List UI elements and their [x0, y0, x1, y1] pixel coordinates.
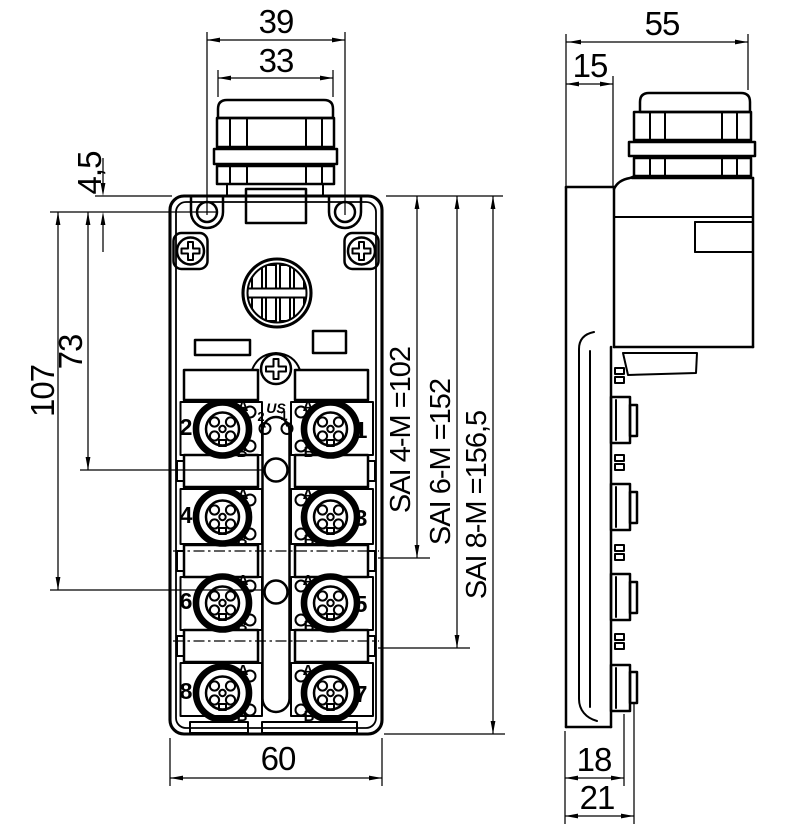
- m12-port-1: 1 A B: [294, 398, 368, 461]
- channel-b-label: B: [304, 444, 315, 461]
- m12-port-5: 5 A B: [294, 572, 368, 635]
- dim-slot-hole-2: 107: [24, 365, 61, 417]
- m12-port-2: 2 A B: [180, 398, 257, 461]
- dim-body-width: 60: [261, 740, 296, 777]
- m12-port-8: 8 A B: [180, 662, 257, 725]
- port-led-b: [294, 613, 308, 627]
- side-connector-stubs: [609, 367, 639, 713]
- channel-a-label: A: [303, 572, 314, 589]
- port-led-b: [294, 527, 308, 541]
- port-number: 5: [355, 591, 368, 617]
- channel-a-label: A: [238, 398, 249, 415]
- port-led-a: [243, 493, 257, 507]
- dim-sai-6m-height: SAI 6-M =152: [425, 379, 457, 545]
- channel-a-label: A: [303, 662, 314, 679]
- channel-a-label: A: [303, 486, 314, 503]
- port-led-a: [294, 405, 308, 419]
- m12-port-4: 4 A B: [180, 486, 257, 549]
- us-label: US: [266, 400, 286, 416]
- port-number: 3: [355, 505, 368, 531]
- m12-port-6: 6 A B: [180, 572, 257, 635]
- port-number: 8: [180, 678, 193, 704]
- port-led-a: [243, 579, 257, 593]
- port-led-a: [294, 669, 308, 683]
- port-led-a: [243, 405, 257, 419]
- dim-hole-offset: 4,5: [71, 152, 108, 195]
- port-number: 2: [180, 414, 193, 440]
- port-number: 1: [355, 417, 368, 443]
- port-led-b: [243, 613, 257, 627]
- channel-b-label: B: [237, 708, 248, 725]
- channel-b-label: B: [304, 618, 315, 635]
- front-view: US 2 1 2 A B: [168, 98, 384, 736]
- side-view: [564, 91, 757, 729]
- channel-a-label: A: [238, 662, 249, 679]
- dim-sai-8m-height: SAI 8-M =156,5: [461, 411, 493, 599]
- dim-gland-width: 33: [259, 42, 294, 79]
- marking-plate-small-left: [193, 338, 252, 357]
- port-led-b: [294, 439, 308, 453]
- bus-terminal-window: [241, 257, 313, 329]
- slot-hole-2: [263, 579, 289, 605]
- led-right-label: 1: [280, 408, 287, 423]
- dim-sai-4m-height: SAI 4-M =102: [385, 347, 417, 513]
- port-led-b: [243, 703, 257, 717]
- dim-total-depth: 21: [580, 779, 615, 816]
- port-led-b: [294, 703, 308, 717]
- cover-screw-left: [172, 231, 209, 271]
- channel-b-label: B: [237, 444, 248, 461]
- led-left: [258, 422, 272, 435]
- m12-port-3: 3 A B: [294, 486, 368, 549]
- channel-a-label: A: [238, 572, 249, 589]
- cable-gland-side: [627, 91, 757, 178]
- port-led-a: [243, 669, 257, 683]
- cable-gland-front: [212, 98, 339, 197]
- port-led-b: [243, 439, 257, 453]
- center-screw: [251, 352, 301, 386]
- port-led-a: [294, 493, 308, 507]
- channel-a-label: A: [303, 398, 314, 415]
- port-led-a: [294, 579, 308, 593]
- dim-side-offset: 15: [573, 47, 608, 84]
- dim-base-depth: 18: [577, 741, 612, 778]
- dim-side-depth: 55: [645, 5, 680, 42]
- housing-head-side: [612, 174, 755, 376]
- marking-plate-small-right: [311, 329, 348, 355]
- m12-port-7: 7 A B: [294, 662, 368, 725]
- gland-neck-plate: [244, 187, 308, 225]
- dimensions: 39 33 4,5 7 3 107 60: [24, 3, 749, 824]
- dim-gland-holes-width: 39: [259, 3, 294, 40]
- cover-screw-right: [343, 231, 380, 271]
- channel-b-label: B: [237, 618, 248, 635]
- port-number: 7: [355, 681, 368, 707]
- led-left-label: 2: [257, 409, 264, 424]
- port-number: 4: [180, 502, 193, 528]
- led-right: [280, 422, 294, 435]
- channel-b-label: B: [237, 532, 248, 549]
- port-led-b: [243, 527, 257, 541]
- status-leds: US 2 1: [257, 400, 294, 435]
- channel-b-label: B: [304, 532, 315, 549]
- port-number: 6: [180, 588, 193, 614]
- channel-a-label: A: [238, 486, 249, 503]
- channel-b-label: B: [304, 708, 315, 725]
